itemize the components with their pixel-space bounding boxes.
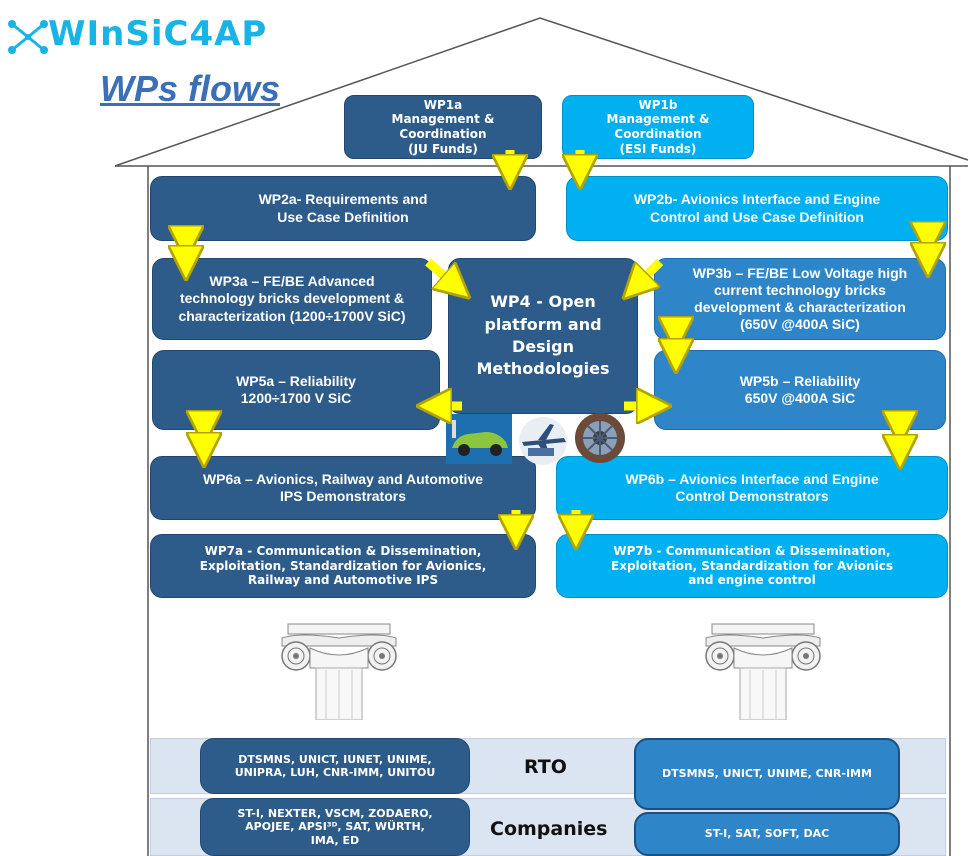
rto-partners-b: DTSMNS, UNICT, UNIME, CNR-IMM [634,738,900,810]
wp1b-box: WP1b Management & Coordination (ESI Fund… [562,95,754,159]
wp7a-box: WP7a - Communication & Dissemination, Ex… [150,534,536,598]
rto-partners-a: DTSMNS, UNICT, IUNET, UNIME, UNIPRA, LUH… [200,738,470,794]
ionic-column-icon [705,623,821,720]
rto-partners-b-text: DTSMNS, UNICT, UNIME, CNR-IMM [662,767,872,781]
companies-partners-a-text: ST-I, NEXTER, VSCM, ZODAERO, APOJEE, APS… [237,806,433,847]
wp4-label: WP4 - Open platform and Design Methodolo… [476,292,610,379]
wp7b-label: WP7b - Communication & Dissemination, Ex… [611,544,893,588]
wp7b-box: WP7b - Communication & Dissemination, Ex… [556,534,948,598]
ionic-column-icon [281,623,397,720]
wp6a-label: WP6a – Avionics, Railway and Automotive … [202,470,484,504]
wp1a-box: WP1a Management & Coordination (JU Funds… [344,95,542,159]
wp3a-label: WP3a – FE/BE Advanced technology bricks … [178,273,406,324]
wp7a-label: WP7a - Communication & Dissemination, Ex… [199,544,487,588]
companies-partners-b-text: ST-I, SAT, SOFT, DAC [704,827,830,841]
wp1a-label: WP1a Management & Coordination (JU Funds… [391,97,495,156]
companies-partners-b: ST-I, SAT, SOFT, DAC [634,812,900,856]
arrow-wp3a-wp4 [425,258,458,288]
wp2b-label: WP2b- Avionics Interface and Engine Cont… [633,191,881,225]
companies-partners-a: ST-I, NEXTER, VSCM, ZODAERO, APOJEE, APS… [200,798,470,856]
wp2a-label: WP2a- Requirements and Use Case Definiti… [258,191,428,225]
network-logo-icon [8,20,48,54]
wp6b-label: WP6b – Avionics Interface and Engine Con… [625,470,879,504]
wp3b-box: WP3b – FE/BE Low Voltage high current te… [654,258,946,340]
rto-label: RTO [524,756,567,778]
wp6a-box: WP6a – Avionics, Railway and Automotive … [150,456,536,520]
electric-car-icon [446,414,512,464]
companies-label: Companies [490,818,608,840]
page-title: WPs flows [100,68,281,109]
logo-text: WInSiC4AP [48,14,268,54]
aircraft-icon [519,417,567,465]
wp3b-label: WP3b – FE/BE Low Voltage high current te… [692,264,908,333]
arrow-wp3b-wp4 [634,258,664,288]
wp5a-label: WP5a – Reliability 1200÷1700 V SiC [236,372,356,406]
rto-partners-a-text: DTSMNS, UNICT, IUNET, UNIME, UNIPRA, LUH… [234,752,436,779]
wp5b-label: WP5b – Reliability 650V @400A SiC [739,372,861,406]
wp2a-box: WP2a- Requirements and Use Case Definiti… [150,176,536,241]
turbine-engine-icon [575,413,625,463]
wp2b-box: WP2b- Avionics Interface and Engine Cont… [566,176,948,241]
wp4-box: WP4 - Open platform and Design Methodolo… [448,258,638,414]
wp1b-label: WP1b Management & Coordination (ESI Fund… [606,97,710,156]
